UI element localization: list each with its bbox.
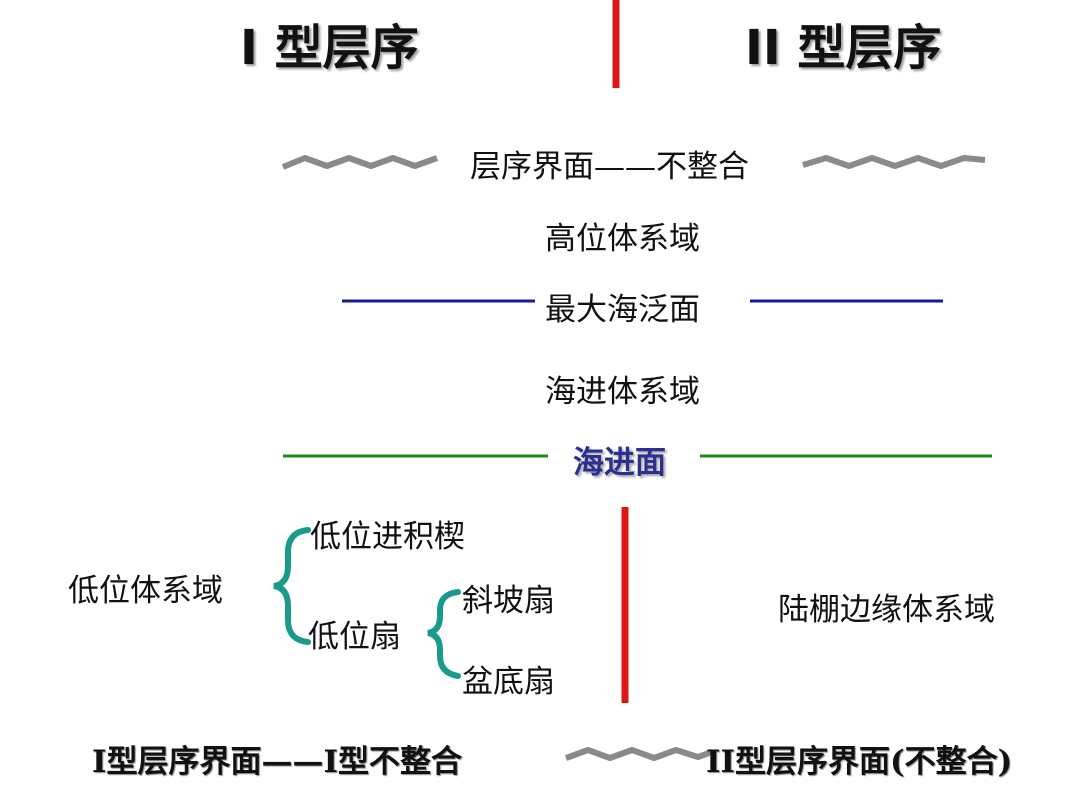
label-lowstand-fan: 低位扇 — [308, 619, 401, 655]
label-transgressive-systems-tract: 海进体系域 — [545, 374, 700, 410]
title-type1-sequence: I 型层序 — [240, 20, 419, 76]
label-slope-fan: 斜坡扇 — [462, 583, 555, 619]
label-lowstand-systems-tract: 低位体系域 — [68, 573, 223, 609]
label-highstand-systems-tract: 高位体系域 — [545, 221, 700, 257]
unconformity-wave-left — [281, 155, 439, 170]
label-shelf-margin-systems-tract: 陆棚边缘体系域 — [778, 592, 995, 628]
brace-lowstand-fan — [427, 589, 461, 679]
label-maximum-flooding-surface: 最大海泛面 — [545, 292, 700, 328]
label-basin-floor-fan: 盆底扇 — [462, 664, 555, 700]
label-lowstand-prograding-wedge: 低位进积楔 — [310, 519, 465, 555]
label-sequence-boundary: 层序界面——不整合 — [470, 149, 749, 185]
title-type2-sequence: II 型层序 — [745, 20, 942, 76]
label-transgressive-surface: 海进面 — [573, 445, 666, 481]
label-type1-sequence-boundary: I型层序界面——I型不整合 — [92, 744, 463, 780]
unconformity-wave-bottom — [564, 747, 714, 761]
brace-lowstand — [273, 527, 311, 645]
unconformity-wave-right — [802, 155, 986, 169]
label-type2-sequence-boundary: II型层序界面(不整合) — [706, 744, 1013, 780]
